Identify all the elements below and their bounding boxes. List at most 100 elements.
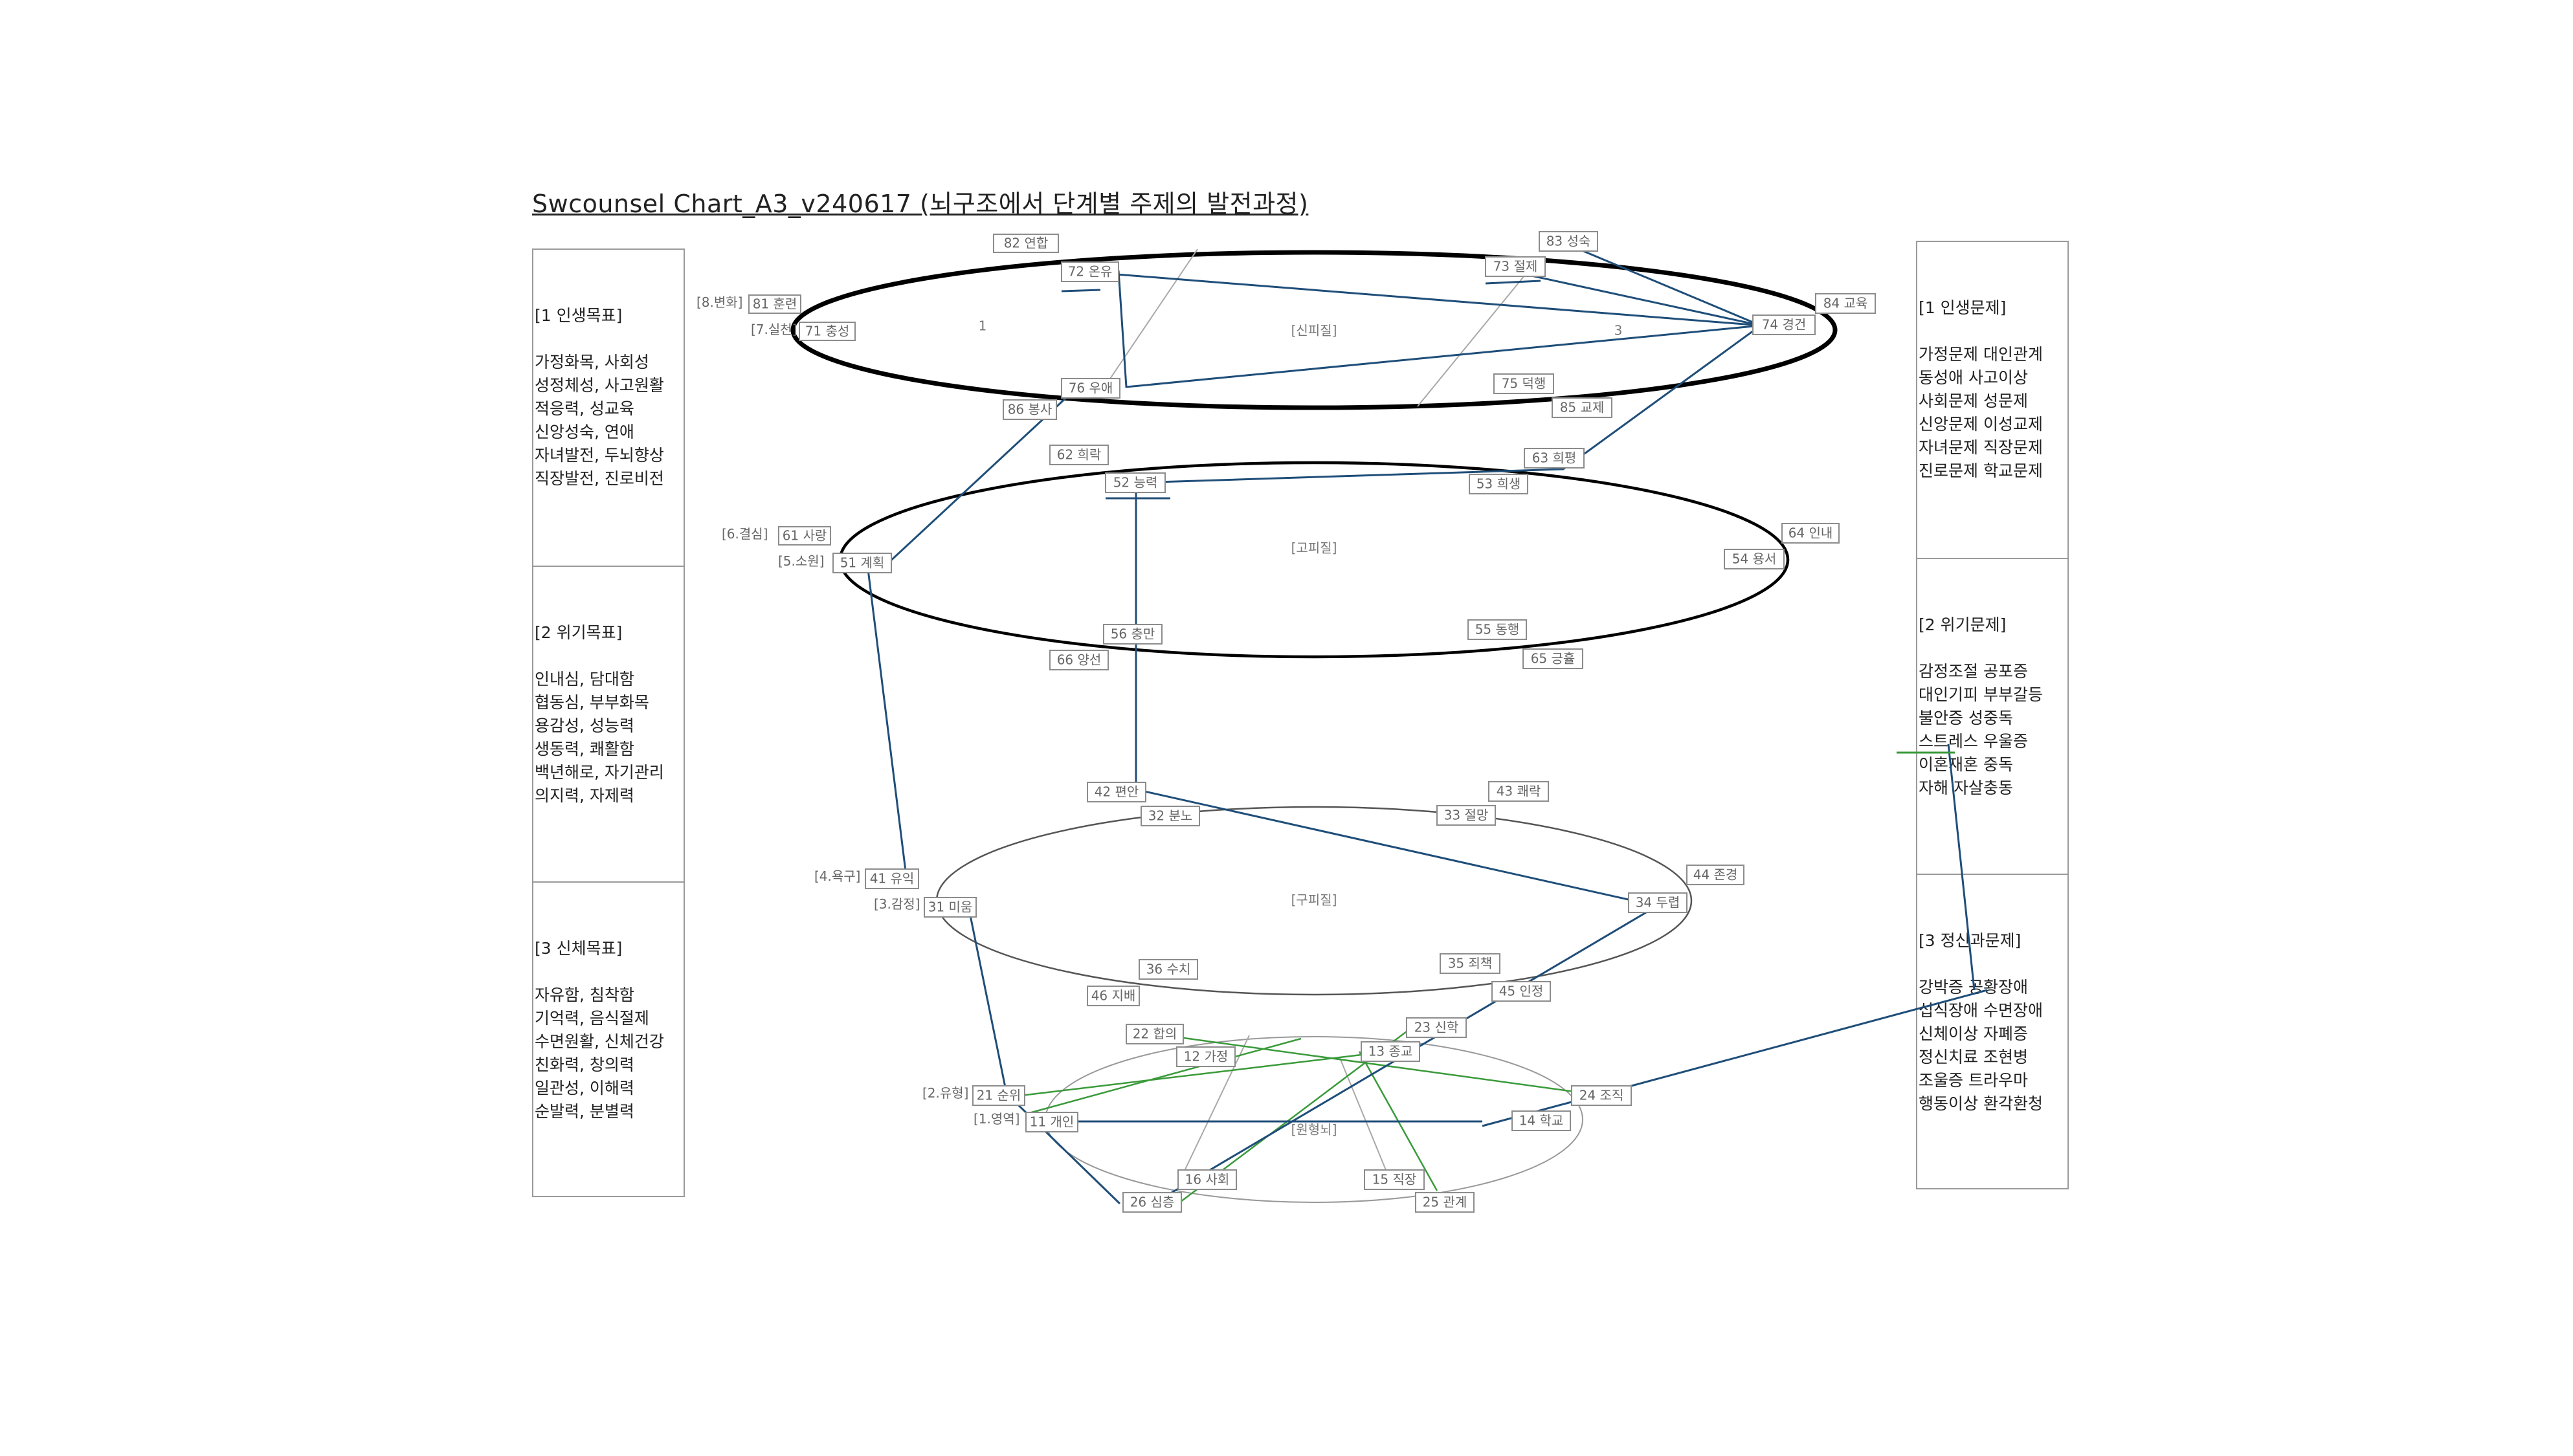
goal-section-item: 백년해로, 자기관리 [535, 763, 664, 782]
goal-section-item: 용감성, 성능력 [535, 716, 634, 735]
blue-path [866, 564, 908, 877]
green-path [1009, 1052, 1373, 1098]
goal-section-heading: [2 위기목표] [535, 623, 623, 642]
node-label: 24 조직 [1579, 1088, 1624, 1103]
node-label: 36 수치 [1146, 962, 1191, 977]
node-label: 63 희평 [1532, 450, 1577, 466]
node-label: 43 쾌락 [1497, 784, 1541, 799]
node-label: 21 순위 [977, 1088, 1021, 1103]
problem-section-item: 자녀문제 직장문제 [1919, 438, 2043, 457]
goal-section-item: 자유함, 침착함 [535, 986, 634, 1004]
node-box [1724, 549, 1785, 569]
blue-path [1558, 239, 1761, 327]
node-box [993, 234, 1059, 253]
node-label: 75 덕행 [1502, 376, 1546, 392]
node-label: 45 인정 [1499, 984, 1544, 999]
node-box [1539, 231, 1598, 252]
stage-label: [3.감정] [874, 896, 920, 912]
node-label: 11 개인 [1030, 1114, 1075, 1130]
goal-section-item: 협동심, 부부화목 [535, 693, 649, 712]
stage-label: [6.결심] [722, 526, 768, 542]
goal-section-item: 직장발전, 진로비전 [535, 469, 664, 488]
goal-section-item: 성정체성, 사고원활 [535, 376, 664, 395]
node-box [1524, 448, 1585, 469]
node-box [1511, 1110, 1571, 1131]
blue-path [1947, 744, 1976, 991]
goal-section-item: 일관성, 이해력 [535, 1079, 634, 1098]
node-label: 52 능력 [1113, 475, 1158, 491]
ring-label: [고피질] [1291, 540, 1337, 556]
node-label: 84 교육 [1823, 296, 1868, 311]
chart-title: Swcounsel Chart_A3_v240617 (뇌구조에서 단계별 주제… [532, 190, 1309, 218]
node-label: 31 미움 [928, 899, 973, 915]
connection-paths [866, 239, 1988, 1205]
problem-section-item: 감정조절 공포증 [1919, 662, 2028, 681]
node-box [1415, 1192, 1475, 1213]
node-label: 15 직장 [1372, 1172, 1417, 1187]
ring-marker: 3 [1614, 323, 1623, 338]
node-label: 81 훈련 [753, 296, 797, 312]
blue-path [1482, 989, 1988, 1127]
node-label: 72 온유 [1068, 264, 1113, 280]
node-box [778, 526, 831, 546]
goal-section-item: 생동력, 쾌활함 [535, 740, 634, 758]
node-box [1571, 1085, 1632, 1106]
stage-label: [1.영역] [974, 1111, 1020, 1127]
node-box [1177, 1169, 1237, 1190]
node-label: 76 우애 [1069, 381, 1113, 396]
node-label: 12 가정 [1184, 1049, 1229, 1064]
node-label: 61 사랑 [783, 528, 827, 544]
ring-marker: 1 [979, 318, 987, 334]
node-box [1781, 523, 1840, 544]
blue-path [1135, 324, 1761, 484]
goal-section-item: 기억력, 음식절제 [535, 1009, 649, 1028]
goal-section-item: 수면원활, 신체건강 [535, 1032, 664, 1051]
green-path [1164, 1034, 1612, 1098]
problem-section-heading: [2 위기문제] [1919, 615, 2007, 634]
node-box [1686, 865, 1744, 885]
node-box [1105, 472, 1166, 493]
stage-label: [2.유형] [922, 1085, 969, 1101]
goal-section-item: 순발력, 분별력 [535, 1102, 634, 1121]
problem-section-item: 대인기피 부부갈등 [1919, 685, 2043, 704]
problem-section-item: 행동이상 환각환청 [1919, 1094, 2043, 1113]
node-box [1752, 314, 1816, 335]
goal-section-item: 적응력, 성교육 [535, 399, 634, 418]
green-path [1029, 1037, 1302, 1114]
blue-path [1117, 270, 1761, 388]
node-box [1103, 624, 1163, 645]
node-box [1440, 953, 1500, 974]
node-label: 53 희생 [1476, 476, 1521, 492]
node-box [1176, 1046, 1236, 1067]
node-box [972, 1085, 1025, 1106]
node-label: 26 심층 [1130, 1195, 1175, 1210]
node-label: 32 분노 [1148, 808, 1193, 824]
problem-section-item: 가정문제 대인관계 [1919, 345, 2043, 364]
node-box [799, 322, 856, 341]
node-box [1815, 293, 1876, 314]
node-box [748, 294, 801, 314]
node-label: 85 교제 [1560, 400, 1605, 415]
node-box [1087, 986, 1140, 1006]
problem-section-heading: [1 인생문제] [1919, 298, 2007, 317]
node-box [1139, 959, 1198, 980]
node-label: 65 긍휼 [1531, 651, 1576, 667]
problem-section-item: 신체이상 자폐증 [1919, 1024, 2028, 1043]
node-label: 16 사회 [1185, 1172, 1230, 1187]
goal-section-item: 인내심, 담대함 [535, 670, 634, 689]
node-label: 22 합의 [1133, 1026, 1177, 1042]
goal-section-item: 의지력, 자제력 [535, 786, 634, 805]
problem-section-item: 진로문제 학교문제 [1919, 461, 2043, 480]
goal-section-heading: [3 신체목표] [535, 939, 623, 958]
goal-section-item: 친화력, 창의력 [535, 1055, 634, 1074]
node-box [1485, 256, 1546, 277]
problem-section-item: 신앙문제 이성교제 [1919, 415, 2043, 434]
node-box [1493, 373, 1554, 394]
node-box [1628, 892, 1687, 913]
node-label: 46 지배 [1091, 988, 1136, 1004]
node-label: 71 충성 [805, 324, 850, 339]
node-box [924, 897, 977, 918]
